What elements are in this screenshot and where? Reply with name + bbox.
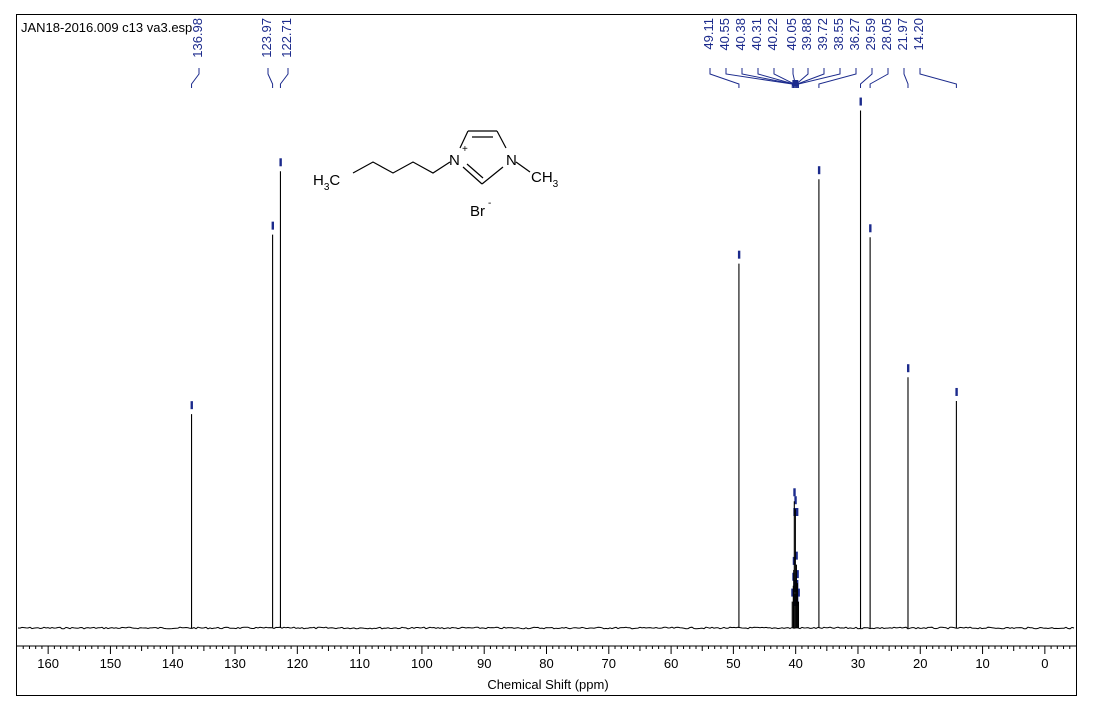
peak-label: 123.97	[259, 18, 274, 58]
peak-label-connector	[860, 68, 873, 88]
peak-label-connector	[773, 68, 795, 88]
peak-label-connector	[869, 68, 889, 88]
peak-label: 21.97	[895, 18, 910, 51]
ring-bond-n1-c5	[459, 130, 469, 149]
peak-marker	[859, 97, 862, 106]
x-tick-label: 110	[349, 656, 370, 671]
x-axis-title: Chemical Shift (ppm)	[487, 677, 608, 692]
peak-label: 39.72	[815, 18, 830, 51]
peak-label: 36.27	[847, 18, 862, 51]
ring-bond-c2-n1	[462, 166, 483, 185]
peak-label: 39.88	[799, 18, 814, 51]
baseline-noise	[17, 626, 1075, 630]
x-tick-label: 0	[1041, 656, 1048, 671]
peak-marker	[795, 551, 798, 560]
peak-marker	[279, 158, 282, 167]
methyl-bond	[515, 161, 531, 173]
x-tick-label: 140	[162, 656, 184, 671]
counter-ion-label: Br	[470, 203, 485, 220]
ch3-label: CH3	[531, 169, 559, 190]
plot-frame	[16, 14, 1077, 696]
counter-ion-charge: -	[488, 198, 491, 209]
peak-marker	[737, 250, 741, 259]
x-tick-label: 160	[37, 656, 59, 671]
pentyl-chain	[352, 161, 451, 174]
peak-label: 38.55	[831, 18, 846, 51]
peak-marker	[796, 570, 799, 579]
peak-label-connector	[725, 68, 793, 88]
peak-label: 40.38	[733, 18, 748, 51]
peak-label: 40.05	[784, 18, 799, 51]
peak-label-connector	[796, 68, 825, 88]
x-tick-label: 50	[726, 656, 740, 671]
peak-label: 29.59	[863, 18, 878, 51]
x-tick-label: 150	[100, 656, 122, 671]
x-tick-label: 70	[602, 656, 616, 671]
connector-junction	[792, 80, 799, 86]
x-tick-label: 80	[539, 656, 553, 671]
ring-double-bond-c2	[466, 163, 484, 179]
peak-label-connector	[279, 68, 289, 88]
x-tick-label: 20	[913, 656, 927, 671]
peak-marker	[906, 364, 910, 373]
peak-marker	[869, 224, 872, 233]
x-tick-label: 10	[975, 656, 989, 671]
peak-marker	[791, 588, 794, 597]
peak-label: 28.05	[879, 18, 894, 51]
peak-label-connector	[818, 68, 857, 88]
peak-label-connector	[903, 68, 909, 88]
peak-label: 122.71	[279, 18, 294, 58]
n3-label: N	[506, 152, 517, 169]
peak-label-connector	[709, 68, 740, 88]
peak-label: 49.11	[701, 18, 716, 50]
peak-marker	[797, 588, 800, 597]
peak-label: 136.98	[190, 18, 205, 58]
peak-marker	[190, 401, 193, 410]
peak-label-connector	[797, 68, 841, 88]
peak-label-connectors	[191, 68, 957, 88]
file-title: JAN18-2016.009 c13 va3.esp	[21, 20, 193, 35]
peak-marker	[817, 166, 821, 175]
peak-label: 40.55	[717, 18, 732, 51]
spectrum-trace	[17, 110, 1075, 630]
peak-label: 40.22	[765, 18, 780, 51]
peak-label-connector	[191, 68, 200, 88]
peak-label-connector	[919, 68, 957, 88]
x-tick-label: 100	[411, 656, 433, 671]
x-tick-label: 90	[477, 656, 491, 671]
x-tick-label: 60	[664, 656, 678, 671]
peak-markers	[190, 97, 958, 606]
peak-label-connector	[267, 68, 274, 88]
x-tick-label: 130	[224, 656, 246, 671]
peak-label: 14.20	[911, 18, 926, 51]
x-tick-label: 30	[851, 656, 865, 671]
molecule-structure: H3C N + N CH3 Br -	[313, 130, 559, 220]
peak-marker	[793, 488, 796, 497]
peak-marker	[271, 221, 274, 230]
x-tick-label: 40	[788, 656, 802, 671]
ring-bond-n3-c2	[481, 166, 504, 185]
n1-charge: +	[462, 144, 468, 155]
ring-bond-c4-n3	[496, 130, 507, 149]
peak-label: 40.31	[749, 18, 764, 51]
n1-label: N	[449, 152, 460, 169]
h3c-label: H3C	[313, 172, 340, 193]
peak-marker	[794, 496, 797, 505]
peak-marker	[955, 387, 958, 396]
x-tick-label: 120	[286, 656, 308, 671]
